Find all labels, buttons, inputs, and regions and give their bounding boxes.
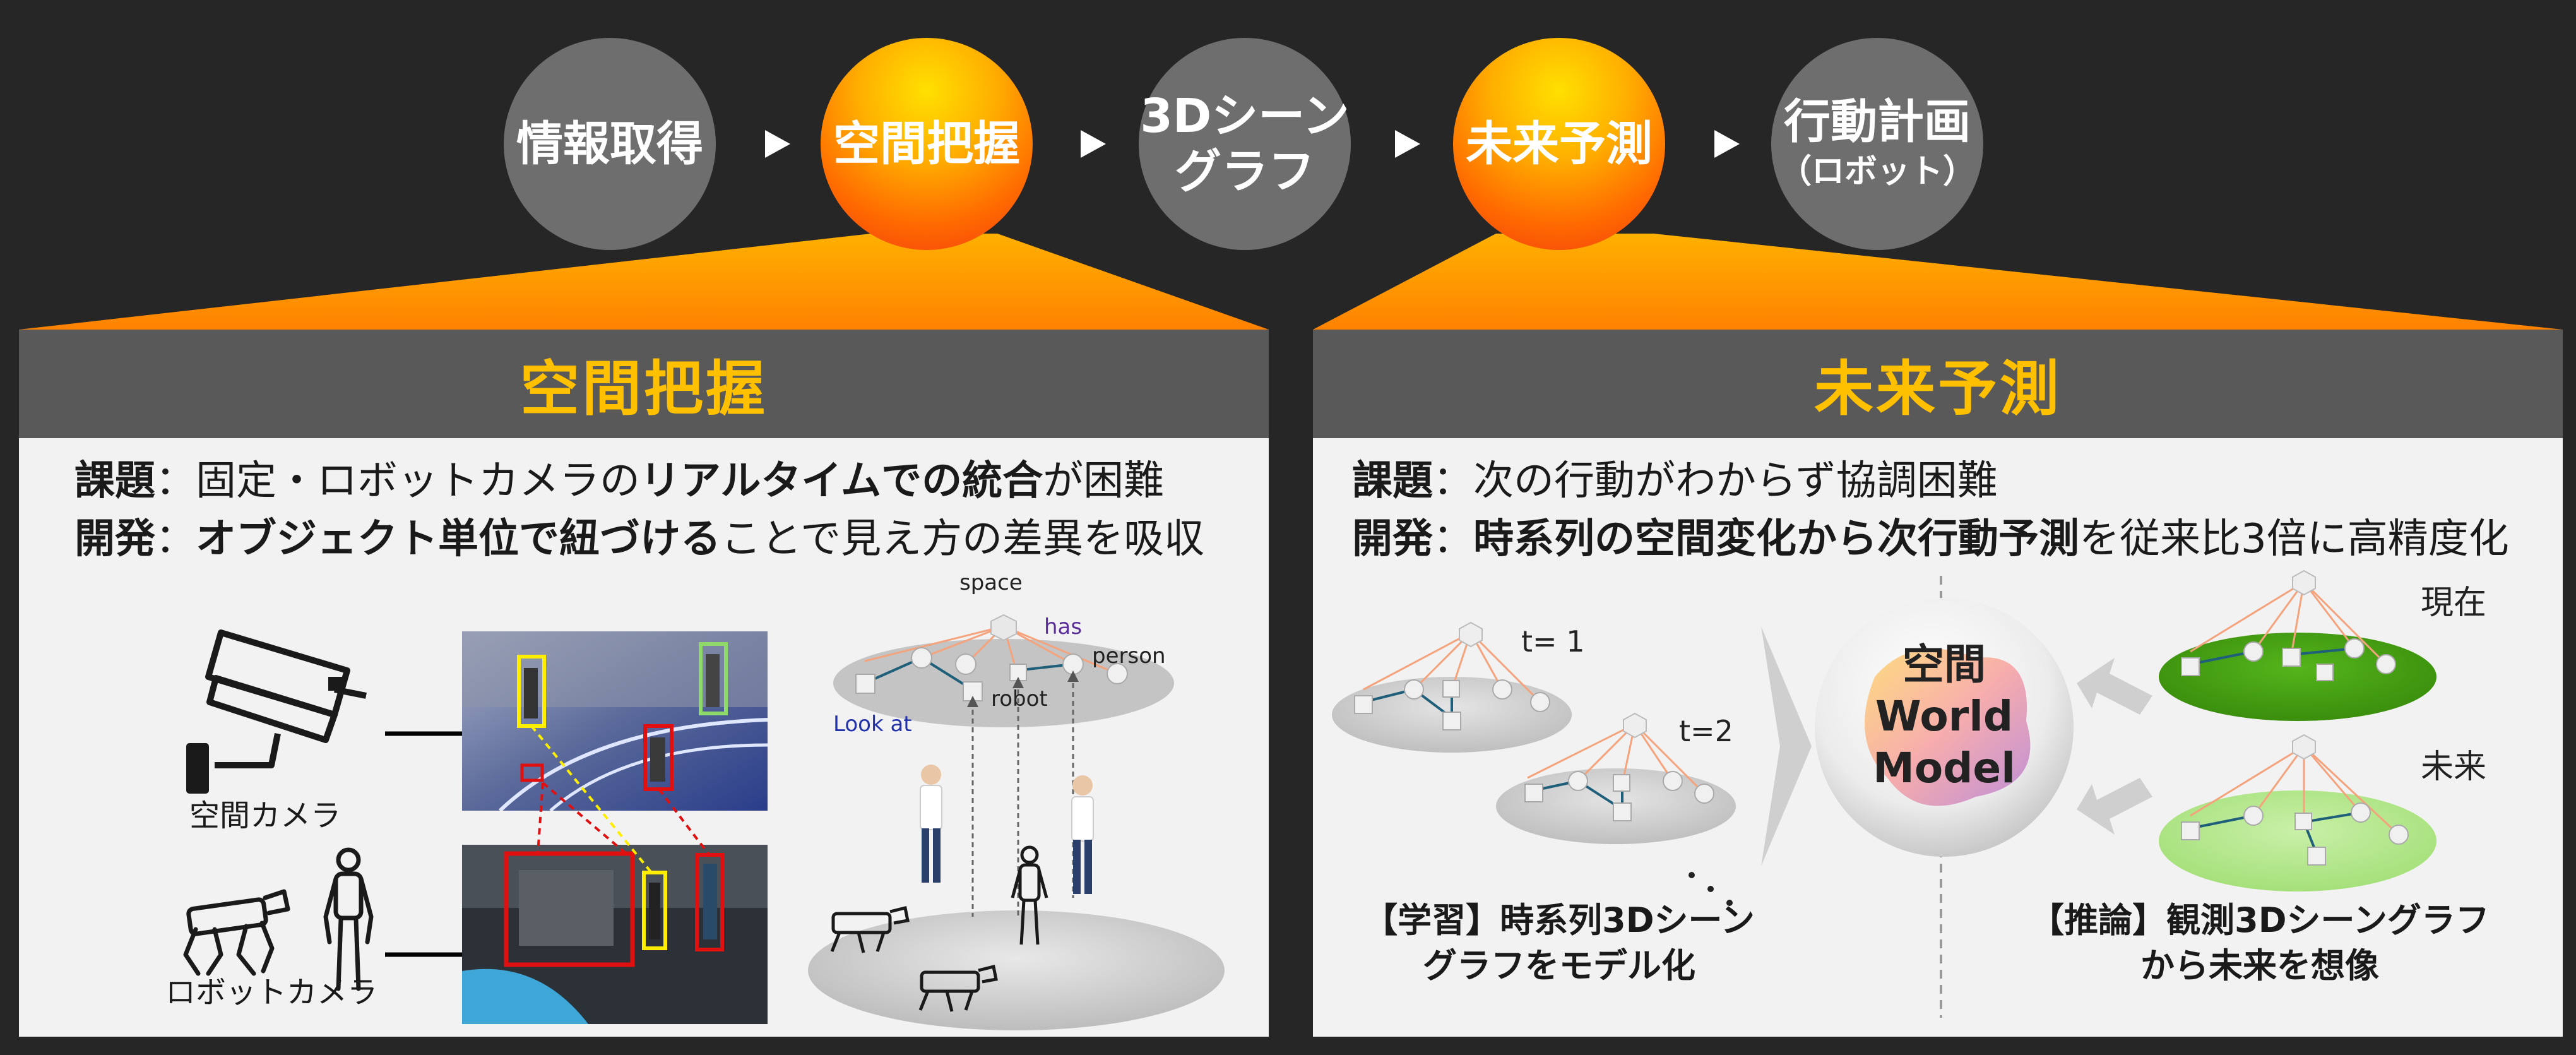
robot-icons <box>183 847 374 991</box>
scene-graph-illustration: space has person robot Look at <box>808 570 1225 1030</box>
pipeline-step-scenegraph: 3Dシーン グラフ <box>1139 38 1351 250</box>
dev-label: 開発 <box>1352 516 1433 563</box>
dev-line: 開発：オブジェクト単位で紐づけることで見え方の差異を吸収 <box>74 514 1204 564</box>
world-model-line-2: World <box>1875 692 2014 741</box>
issue-emphasis: リアルタイムでの統合 <box>640 458 1043 504</box>
chevron-right-icon <box>1761 626 1812 866</box>
label-future: 未来 <box>2421 748 2486 786</box>
label-robot: robot <box>991 686 1048 712</box>
step-label: 空間把握 <box>833 117 1020 171</box>
camera-label: 空間カメラ <box>189 798 341 833</box>
issue-text-end: が困難 <box>1043 458 1165 504</box>
step-label: 未来予測 <box>1466 117 1653 171</box>
infer-caption-2: から未来を想像 <box>2140 946 2379 986</box>
arrow-icon <box>1081 130 1106 158</box>
learn-caption: 【学習】時系列3Dシーン グラフをモデル化 <box>1338 898 1780 989</box>
funnel-graphics <box>19 234 2563 330</box>
correspondence-lines <box>530 725 709 874</box>
robot-camera-photo <box>462 845 768 1024</box>
step-label: 行動計画 <box>1784 95 1971 149</box>
arrow-icon <box>1395 130 1420 158</box>
robot-figures <box>830 845 1048 1012</box>
world-model-sphere <box>1815 598 2074 857</box>
panel-spatial: 空間把握 課題：固定・ロボットカメラのリアルタイムでの統合が困難 開発：オブジェ… <box>19 330 1269 1037</box>
dev-line: 開発：時系列の空間変化から次行動予測を従来比3倍に高精度化 <box>1352 514 2509 564</box>
learn-caption-1: 【学習】時系列3Dシーン <box>1363 900 1755 940</box>
world-model-label: 空間 World Model <box>1849 639 2039 794</box>
time-series-graphs: t= 1 t=2 <box>1332 621 1736 906</box>
issue-line: 課題：次の行動がわからず協調困難 <box>1352 456 1998 506</box>
pipeline-step-prediction: 未来予測 <box>1453 38 1665 250</box>
step-label: 情報取得 <box>516 117 703 171</box>
label-space: space <box>959 570 1023 595</box>
pipeline-step-planning: 行動計画 （ロボット） <box>1771 38 1983 250</box>
ellipsis-dot <box>1707 886 1714 892</box>
fixed-camera-photo <box>462 631 768 811</box>
issue-text: ：固定・ロボットカメラの <box>155 458 640 504</box>
ellipsis-dot <box>1689 872 1695 878</box>
pipeline-step-info: 情報取得 <box>504 38 716 250</box>
dev-colon: ： <box>155 516 196 563</box>
panel-title: 未来予測 <box>1313 330 2563 438</box>
time-label-1: t= 1 <box>1521 624 1584 659</box>
world-model-line-1: 空間 <box>1902 640 1986 689</box>
issue-label: 課題 <box>1352 458 1433 504</box>
output-arrows <box>2077 658 2152 835</box>
infer-caption-1: 【推論】観測3Dシーングラフ <box>2030 900 2490 940</box>
panel-prediction: 未来予測 課題：次の行動がわからず協調困難 開発：時系列の空間変化から次行動予測… <box>1313 330 2563 1037</box>
arrow-icon <box>765 130 790 158</box>
dev-label: 開発 <box>74 516 155 563</box>
label-has: has <box>1044 614 1082 640</box>
step-label-2: グラフ <box>1175 145 1315 199</box>
label-now: 現在 <box>2421 584 2486 622</box>
learn-caption-2: グラフをモデル化 <box>1423 946 1695 986</box>
dev-colon: ： <box>1433 516 1473 563</box>
step-label: 3Dシーン <box>1140 89 1350 143</box>
time-label-2: t=2 <box>1679 714 1733 748</box>
ellipsis-dot <box>1726 900 1733 906</box>
arrow-icon <box>1714 130 1740 158</box>
left-funnel <box>19 234 1269 330</box>
dev-emphasis: 時系列の空間変化から次行動予測 <box>1473 516 2079 563</box>
prediction-graphs: 現在 未来 <box>2159 569 2486 891</box>
issue-line: 課題：固定・ロボットカメラのリアルタイムでの統合が困難 <box>74 456 1164 506</box>
right-funnel <box>1313 234 2563 330</box>
panel-title: 空間把握 <box>19 330 1269 438</box>
world-model-line-3: Model <box>1873 744 2015 792</box>
security-camera-icon <box>186 629 367 794</box>
dev-emphasis: オブジェクト単位で紐づける <box>196 516 721 563</box>
step-label-2: （ロボット） <box>1778 153 1976 191</box>
issue-label: 課題 <box>74 458 155 504</box>
label-look-at: Look at <box>833 712 912 737</box>
infer-caption: 【推論】観測3Dシーングラフ から未来を想像 <box>1995 898 2525 989</box>
label-person: person <box>1092 643 1166 669</box>
robot-camera-label: ロボットカメラ <box>165 975 378 1010</box>
issue-text: ：次の行動がわからず協調困難 <box>1433 458 1998 504</box>
dev-text-end: ことで見え方の差異を吸収 <box>721 516 1205 563</box>
pipeline-step-spatial: 空間把握 <box>821 38 1033 250</box>
dev-text-end: を従来比3倍に高精度化 <box>2079 516 2509 563</box>
person-figure <box>920 765 1094 894</box>
